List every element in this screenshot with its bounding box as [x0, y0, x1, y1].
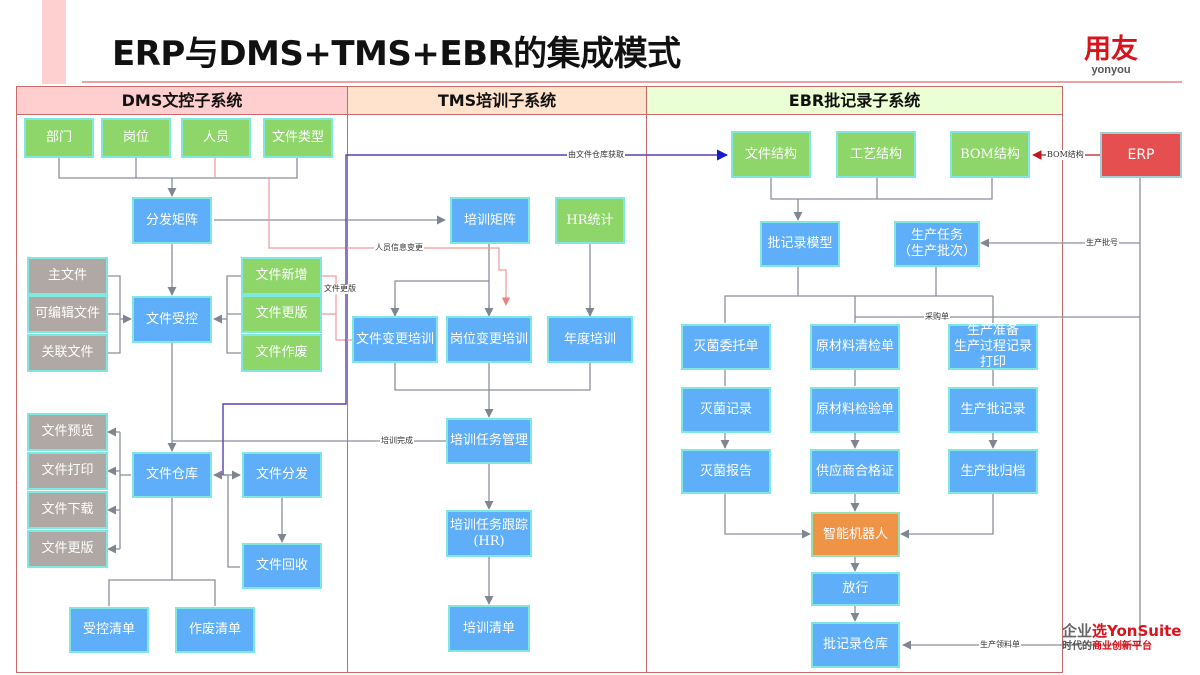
- node-print[interactable]: 文件打印: [27, 452, 108, 490]
- panel-header-tms: TMS培训子系统: [348, 87, 646, 115]
- label-batch-no: 生产批号: [1085, 238, 1119, 248]
- wire-repo-outputs: [119, 432, 131, 549]
- node-annual-train[interactable]: 年度培训: [547, 316, 633, 363]
- wire-col1-to-robot: [724, 494, 811, 539]
- node-doc-new[interactable]: 文件新增: [241, 257, 322, 295]
- label-material-req: 生产领料单: [979, 640, 1021, 650]
- panel-ebr: EBR批记录子系统: [646, 86, 1063, 673]
- node-download[interactable]: 文件下载: [27, 491, 108, 529]
- node-doc-void[interactable]: 文件作废: [241, 334, 322, 372]
- node-supplier-cert[interactable]: 供应商合格证: [810, 449, 900, 494]
- wire-from-repo-purple: [222, 149, 729, 475]
- wire-person-change: [214, 158, 506, 305]
- node-train-list[interactable]: 培训清单: [448, 605, 530, 652]
- wire-doc-revision: [322, 275, 352, 341]
- wire-recall-to-repo: [213, 470, 240, 568]
- node-steril-report[interactable]: 灭菌报告: [681, 449, 771, 494]
- accent-bar: [42, 0, 66, 84]
- node-void-list[interactable]: 作废清单: [175, 607, 255, 653]
- node-doc-type[interactable]: 文件类型: [263, 118, 333, 158]
- label-bom-struct: BOM结构: [1046, 150, 1085, 160]
- label-train-done: 培训完成: [380, 436, 414, 446]
- node-preview[interactable]: 文件预览: [27, 413, 108, 451]
- slogan-line-1: 企业选YonSuite: [1062, 622, 1181, 640]
- node-steril-record[interactable]: 灭菌记录: [681, 387, 771, 433]
- slogan-part-c: 时代的: [1062, 641, 1092, 652]
- wire-top-inputs: [58, 158, 298, 179]
- node-post[interactable]: 岗位: [101, 118, 171, 158]
- label-doc-revision: 文件更版: [323, 284, 357, 294]
- logo-sub-text: yonyou: [1091, 64, 1131, 76]
- node-prod-batch-archive[interactable]: 生产批归档: [948, 449, 1038, 494]
- node-dist-matrix[interactable]: 分发矩阵: [132, 197, 212, 244]
- label-purchase-order: 采购单: [924, 312, 950, 322]
- label-person-change: 人员信息变更: [374, 243, 424, 253]
- wire-left-docs: [107, 275, 121, 354]
- logo-main-text: 用友: [1084, 34, 1138, 65]
- wire-train-matrix-down: [394, 244, 591, 315]
- wire-ebr-split: [724, 267, 994, 323]
- label-from-repo: 由文件仓库获取: [567, 150, 625, 160]
- node-dept[interactable]: 部门: [24, 118, 94, 158]
- node-person[interactable]: 人员: [181, 118, 251, 158]
- node-doc-recall[interactable]: 文件回收: [242, 543, 322, 589]
- node-raw-check[interactable]: 原材料清检单: [810, 324, 900, 370]
- slogan-part-a: 企业: [1062, 622, 1093, 640]
- node-doc-revise[interactable]: 文件更版: [241, 295, 322, 333]
- node-doc-struct[interactable]: 文件结构: [731, 131, 811, 178]
- node-steril-order[interactable]: 灭菌委托单: [681, 324, 771, 370]
- panel-dms: DMS文控子系统: [16, 86, 348, 673]
- node-bom-struct[interactable]: BOM结构: [950, 131, 1030, 178]
- title-divider: [82, 81, 1182, 83]
- node-erp[interactable]: ERP: [1100, 132, 1182, 178]
- panel-tms: TMS培训子系统: [347, 86, 647, 673]
- node-ctrl-list[interactable]: 受控清单: [69, 607, 149, 653]
- node-post-change-train[interactable]: 岗位变更培训: [446, 316, 532, 363]
- node-revise2[interactable]: 文件更版: [27, 530, 108, 568]
- node-linked-doc[interactable]: 关联文件: [27, 334, 108, 372]
- node-doc-change-train[interactable]: 文件变更培训: [352, 316, 438, 363]
- node-prod-batch-record[interactable]: 生产批记录: [948, 387, 1038, 433]
- slogan-part-b: 选YonSuite: [1092, 622, 1182, 640]
- wire-struct-merge: [770, 178, 993, 200]
- node-raw-inspect[interactable]: 原材料检验单: [810, 387, 900, 433]
- node-doc-control[interactable]: 文件受控: [132, 296, 212, 343]
- panel-header-ebr: EBR批记录子系统: [647, 87, 1062, 115]
- node-train-task-mgmt[interactable]: 培训任务管理: [446, 418, 532, 464]
- node-doc-repo[interactable]: 文件仓库: [132, 452, 212, 498]
- node-doc-dist[interactable]: 文件分发: [242, 452, 322, 498]
- node-train-task-track[interactable]: 培训任务跟踪 (HR): [446, 510, 532, 557]
- slogan-part-d: 商业创新平台: [1092, 641, 1152, 652]
- panel-header-dms: DMS文控子系统: [17, 87, 347, 115]
- slogan-line-2: 时代的商业创新平台: [1062, 640, 1181, 654]
- wire-col3-to-robot: [900, 494, 994, 539]
- page-title: ERP与DMS+TMS+EBR的集成模式: [112, 34, 681, 74]
- wire-trainings-merge: [394, 363, 591, 417]
- node-batch-model[interactable]: 批记录模型: [760, 221, 840, 267]
- node-process-struct[interactable]: 工艺结构: [836, 131, 916, 178]
- node-main-doc[interactable]: 主文件: [27, 257, 108, 295]
- node-release[interactable]: 放行: [811, 572, 900, 606]
- wire-right-docs: [226, 275, 241, 354]
- node-prod-task[interactable]: 生产任务 （生产批次）: [894, 221, 980, 267]
- yonsuite-slogan: 企业选YonSuite 时代的商业创新平台: [1062, 622, 1181, 654]
- node-editable-doc[interactable]: 可编辑文件: [27, 295, 108, 333]
- node-prod-prep[interactable]: 生产准备 生产过程记录 打印: [948, 323, 1038, 370]
- yonyou-logo: 用友 yonyou: [1074, 34, 1148, 77]
- wire-repo-down: [108, 497, 216, 606]
- node-robot[interactable]: 智能机器人: [811, 512, 900, 557]
- node-batch-repo[interactable]: 批记录仓库: [811, 622, 900, 668]
- node-train-matrix[interactable]: 培训矩阵: [450, 197, 530, 244]
- node-hr-stats[interactable]: HR统计: [555, 197, 625, 244]
